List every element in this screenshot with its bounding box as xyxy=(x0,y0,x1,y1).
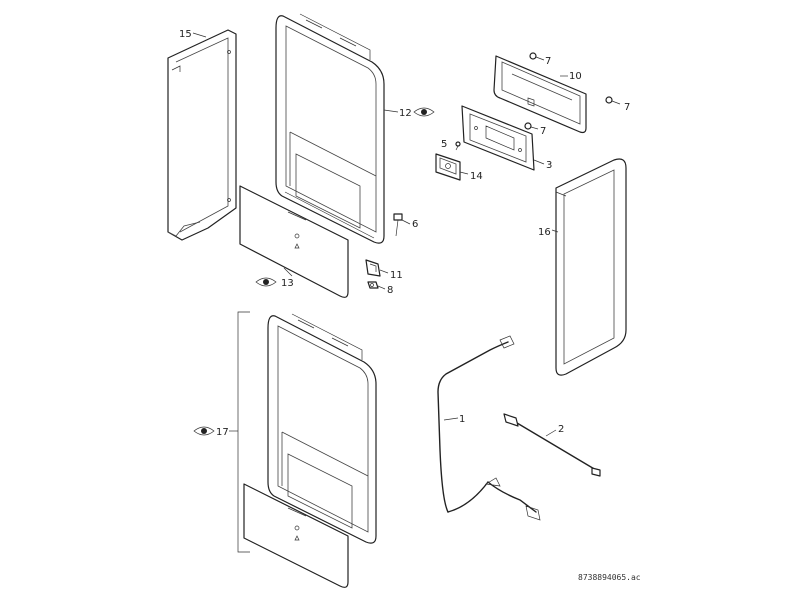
callout-10: 10 xyxy=(569,71,582,82)
screw-5 xyxy=(455,141,461,151)
callout-7a: 7 xyxy=(545,56,551,67)
callout-7c: 7 xyxy=(540,126,546,137)
callout-2: 2 xyxy=(558,424,564,435)
side-panel-right xyxy=(555,158,627,376)
callout-12: 12 xyxy=(399,108,412,119)
front-casing-lower xyxy=(267,313,377,544)
callout-3: 3 xyxy=(546,160,552,171)
screw-7a xyxy=(529,52,537,60)
cover-panel-upper xyxy=(239,185,349,298)
callout-5: 5 xyxy=(441,139,447,150)
screw-8 xyxy=(367,281,379,289)
callout-7b: 7 xyxy=(624,102,630,113)
screw-7b xyxy=(605,96,613,104)
control-box-3 xyxy=(461,105,535,171)
eye-icon xyxy=(255,277,277,287)
eye-icon xyxy=(193,426,215,436)
assembly-bracket-17 xyxy=(237,311,250,553)
callout-1: 1 xyxy=(459,414,465,425)
callout-14: 14 xyxy=(470,171,483,182)
callout-8: 8 xyxy=(387,285,393,296)
screw-7c xyxy=(524,122,532,130)
callout-16: 16 xyxy=(538,227,551,238)
eye-icon xyxy=(413,107,435,117)
screw-6 xyxy=(393,213,403,237)
hinge-bracket-11 xyxy=(365,259,381,277)
control-box-cover-10 xyxy=(493,55,587,134)
front-casing-upper xyxy=(275,13,385,244)
cable-harness-1 xyxy=(437,335,541,521)
callout-13: 13 xyxy=(281,278,294,289)
callout-17: 17 xyxy=(216,427,229,438)
cable-2 xyxy=(503,413,601,477)
document-number: 8738894065.ac xyxy=(578,573,641,582)
callout-6: 6 xyxy=(412,219,418,230)
side-panel-left xyxy=(167,29,237,241)
control-module-14 xyxy=(435,153,461,181)
callout-11: 11 xyxy=(390,270,403,281)
callout-15: 15 xyxy=(179,29,192,40)
cover-panel-lower xyxy=(243,483,349,588)
